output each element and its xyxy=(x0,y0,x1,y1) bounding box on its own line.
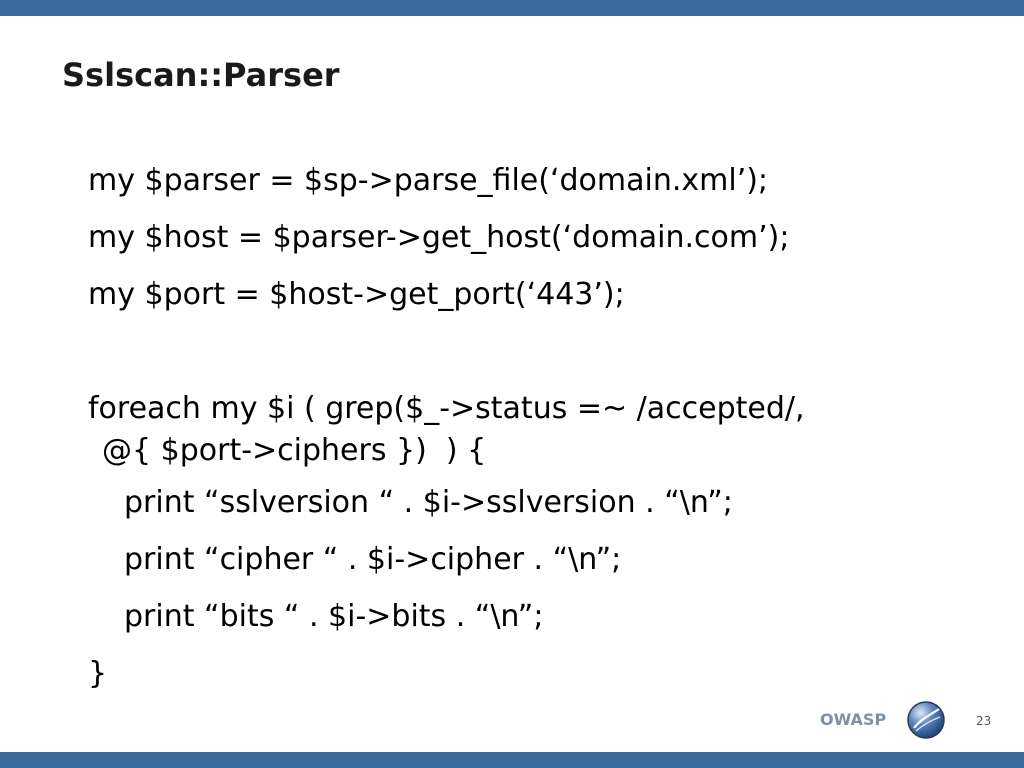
slide-footer: OWASP 23 xyxy=(820,700,1010,740)
top-bar xyxy=(0,0,1024,16)
code-line: print “sslversion “ . $i->sslversion . “… xyxy=(124,485,733,520)
code-block: my $parser = $sp->parse_file(‘domain.xml… xyxy=(88,152,988,702)
slide-title: Sslscan::Parser xyxy=(62,56,340,94)
code-line: print “bits “ . $i->bits . “\n”; xyxy=(124,599,544,634)
code-line: my $parser = $sp->parse_file(‘domain.xml… xyxy=(88,163,769,198)
code-line: my $port = $host->get_port(‘443’); xyxy=(88,277,625,312)
code-line: } xyxy=(88,656,108,691)
code-line-continuation: @{ $port->ciphers }) ) { xyxy=(102,433,487,468)
page-number: 23 xyxy=(976,714,992,728)
code-line: my $host = $parser->get_host(‘domain.com… xyxy=(88,220,790,255)
brand-name: OWASP xyxy=(820,710,887,729)
code-line: foreach my $i ( grep($_->status =~ /acce… xyxy=(88,391,805,426)
bottom-bar xyxy=(0,752,1024,768)
code-line: print “cipher “ . $i->cipher . “\n”; xyxy=(124,542,622,577)
code-blank-line xyxy=(88,323,988,380)
owasp-logo-icon xyxy=(907,701,945,739)
